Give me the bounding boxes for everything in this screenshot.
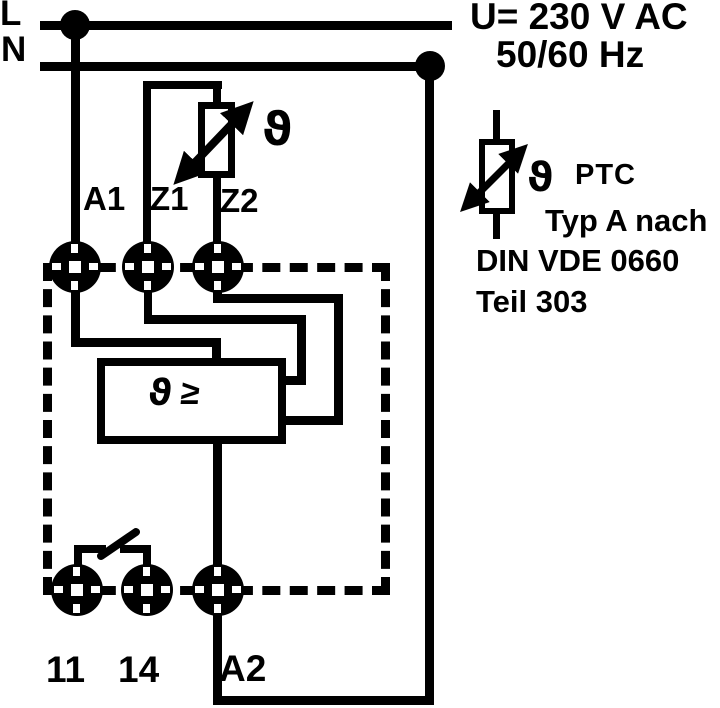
legend-ptc-body [479,139,515,214]
wire-z1-in [278,376,306,385]
terminal-label-z2: Z2 [220,182,259,219]
wire-z2-vert [334,294,343,425]
legend-theta-symbol: ϑ [527,155,554,201]
legend-ptc-top-lead [493,110,500,143]
wire-bottom-rail [213,696,434,705]
legend-line1: Typ A nach [545,203,708,238]
wire-l-rail [40,21,452,30]
neutral-label: N [1,30,27,69]
legend-title: PTC [575,159,636,191]
wire-n-drop [425,62,434,703]
terminal-label-14: 14 [118,649,160,690]
wire-a1-drop [71,25,80,345]
wire-contact-11-vert [74,545,82,571]
junction-dot-l [60,10,90,40]
terminal-z2 [192,241,244,293]
wire-n-rail [40,62,433,71]
terminal-label-11: 11 [46,649,86,690]
wire-a1-run [71,338,221,347]
junction-dot-n [415,51,445,81]
legend-line3: Teil 303 [476,284,588,319]
line-label: L [0,0,22,33]
legend-line2: DIN VDE 0660 [476,243,680,278]
terminal-label-a1: A1 [83,180,126,217]
wire-z2-in [278,416,343,425]
legend-ptc-bottom-lead [493,210,500,239]
relay-electronics-box [97,358,286,444]
wire-contact-14-vert [143,545,151,571]
wire-z1-vert [297,315,306,385]
wire-z1-lower [144,265,152,323]
terminal-z1 [122,241,174,293]
terminal-a2 [192,564,244,616]
wire-loop-top [143,81,222,89]
wire-z2-run [213,294,343,303]
theta-symbol: ϑ [145,373,175,414]
terminal-11 [51,564,103,616]
wire-a1-stub [212,338,221,364]
wire-ptc-top-lead [213,81,221,108]
relay-threshold-symbol: ϑ ≥ [145,373,202,414]
wire-ptc-bottom-lead [213,175,221,270]
supply-frequency-label: 50/60 Hz [496,34,645,75]
wire-contact-14-run [120,545,151,553]
wire-z1-run [144,315,306,324]
terminal-14 [121,564,173,616]
supply-voltage-label: U= 230 V AC [470,0,688,37]
wire-contact-11-run [74,545,106,553]
terminal-label-z1: Z1 [150,180,189,217]
terminal-a1 [49,241,101,293]
sensor-theta-symbol: ϑ [262,102,293,156]
wire-z1-upper [143,81,151,271]
greater-equal-symbol: ≥ [178,374,202,412]
terminal-label-a2: A2 [219,648,267,689]
ptc-thermistor-body [198,102,235,178]
